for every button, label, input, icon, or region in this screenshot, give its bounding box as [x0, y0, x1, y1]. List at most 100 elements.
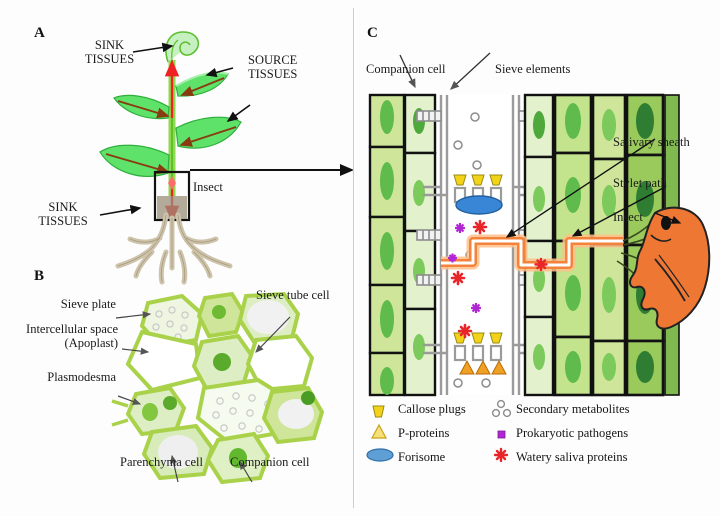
salivary-sheath-group — [441, 234, 623, 272]
column-5-cells — [591, 93, 627, 397]
panel-c-leaders — [399, 52, 682, 238]
legend-label-forisome: Forisome — [398, 450, 446, 464]
leader-sink-top — [132, 42, 174, 53]
insect-head-notch — [650, 234, 672, 242]
panel-divider — [353, 8, 354, 508]
tissue-cells — [111, 291, 325, 485]
leader-companion-cell — [399, 54, 416, 89]
nucleus-2 — [213, 353, 231, 371]
plasmodesma-icon — [416, 229, 442, 241]
insect-wing-line — [654, 258, 686, 302]
p-protein-icon — [459, 359, 475, 375]
shoot-apex — [165, 31, 200, 63]
nucleus-c4-1 — [565, 103, 581, 139]
callose-plug-icon — [372, 405, 385, 418]
vacuole-1 — [247, 300, 289, 334]
nucleus-c4-3 — [565, 275, 581, 311]
forisome-icon — [455, 195, 503, 215]
secondary-metabolite-icon — [453, 140, 463, 150]
secondary-metabolite-icon — [491, 399, 512, 418]
nucleus-1 — [212, 305, 226, 319]
nucleus-c6-4 — [636, 351, 654, 383]
nucleus-c6-2 — [636, 181, 654, 217]
cell-sieve-tube-2 — [245, 333, 315, 393]
panel-b-graphic — [111, 291, 325, 485]
leader-apoplast — [121, 347, 150, 355]
leader-source-2 — [226, 104, 251, 122]
panel-b-letter: B — [34, 268, 45, 284]
leader-sieve-elements — [450, 52, 491, 90]
watery-saliva-icon — [457, 323, 473, 339]
nucleus-c5-2 — [602, 185, 616, 217]
p-protein-icon — [370, 423, 388, 439]
callose-plugs-upper — [453, 174, 503, 186]
column-3-cells — [523, 93, 555, 397]
nucleus-c4-2 — [565, 177, 581, 213]
watery-saliva-icon — [493, 447, 509, 463]
leader-salivary-sheath — [505, 138, 656, 238]
label-insect-a: Insect — [193, 180, 223, 194]
label-plasmodesma: Plasmodesma — [47, 370, 116, 384]
leaf-left-lower — [99, 144, 170, 177]
nucleus-c3-2 — [533, 186, 545, 212]
secondary-metabolites-group — [453, 112, 491, 388]
panel-a-graphic — [99, 31, 354, 285]
leaf-highlight-1 — [175, 71, 229, 87]
leader-insect — [654, 212, 682, 224]
secondary-metabolite-icon — [453, 378, 463, 388]
nucleus-c1-3 — [380, 232, 394, 270]
leaf-left-middle — [113, 94, 170, 120]
leader-source-1 — [205, 67, 234, 78]
nucleus-c5-4 — [602, 353, 616, 381]
arrow-leaf-lm — [117, 100, 170, 119]
stem-flow-diamond — [168, 176, 176, 190]
callose-plugs-lower — [453, 332, 503, 344]
apoplast-space — [125, 329, 203, 393]
nucleus-c2-4 — [413, 334, 425, 360]
secondary-metabolite-icon — [481, 378, 491, 388]
arrow-leaf-rl — [179, 126, 237, 147]
label-intercellular-space: Intercellular space (Apoplast) — [26, 322, 118, 350]
plasmodesma-icon — [416, 110, 442, 122]
legend-label-watery-saliva-proteins: Watery saliva proteins — [516, 450, 628, 464]
label-source-tissues: SOURCE TISSUES — [248, 53, 298, 81]
panel-b-leaders — [115, 311, 291, 483]
label-salivary-sheath: Salivary sheath — [613, 135, 690, 149]
label-sieve-plate: Sieve plate — [60, 297, 116, 311]
saliva-group — [450, 219, 488, 339]
leader-companion — [239, 460, 253, 483]
pathogens-group — [455, 223, 481, 313]
prokaryotic-pathogen-icon — [455, 223, 465, 233]
nucleus-c1-2 — [380, 162, 394, 200]
nucleus-c5-3 — [602, 277, 616, 313]
nucleus-4 — [163, 396, 177, 410]
panel-c-letter: C — [367, 25, 378, 41]
root-outline — [117, 214, 231, 283]
callose-plug-icon — [489, 174, 503, 186]
panel-a-letter: A — [34, 25, 45, 41]
legend-label-prokaryotic-pathogens: Prokaryotic pathogens — [516, 426, 629, 440]
panel-c-graphic — [368, 52, 711, 397]
plant-root — [115, 212, 233, 285]
plasmodesma-strands — [111, 399, 129, 427]
nucleus-c3-4 — [533, 344, 545, 370]
label-parenchyma-cell: Parenchyma cell — [120, 455, 203, 469]
nucleus-c3-3 — [533, 266, 545, 292]
callose-plug-icon — [471, 332, 485, 344]
label-sieve-elements: Sieve elements — [495, 62, 571, 76]
column-2-companion — [403, 93, 437, 397]
label-sieve-tube-cell: Sieve tube cell — [256, 288, 330, 302]
label-sink-tissues-top: SINK TISSUES — [84, 38, 135, 66]
sieve-plate-lower — [423, 343, 531, 355]
leader-sieve-tube-cell — [255, 316, 291, 353]
legend-label-secondary-metabolites: Secondary metabolites — [516, 402, 630, 416]
prokaryotic-pathogen-icon — [448, 253, 457, 263]
secondary-metabolite-icon — [470, 112, 480, 122]
nucleus-c5-1 — [602, 109, 616, 141]
leaf-right-upper — [175, 71, 229, 97]
nucleus-c1-4 — [380, 300, 394, 338]
secondary-metabolite-icon — [472, 160, 482, 170]
sieve-pore-bars-lower — [453, 344, 503, 362]
insect-eye — [661, 216, 671, 230]
